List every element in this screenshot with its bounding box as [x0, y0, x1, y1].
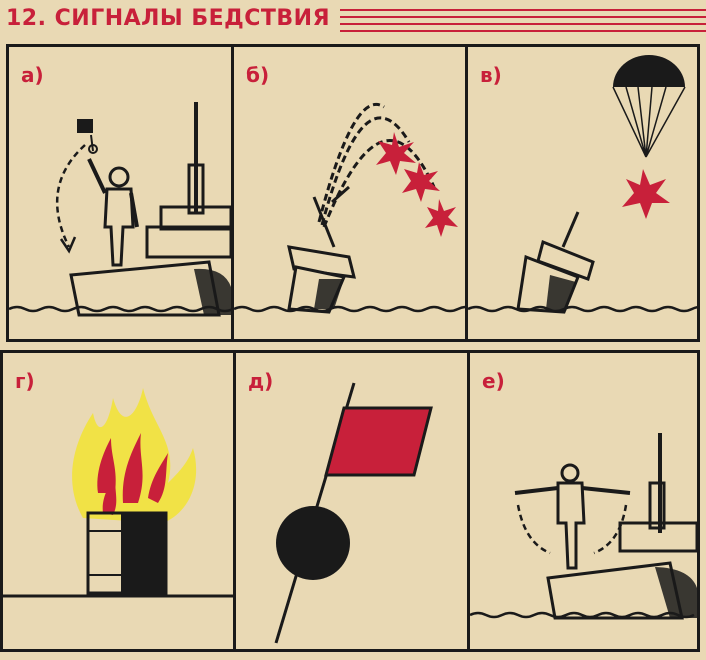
flag-and-ball-signal-illustration: [274, 382, 433, 644]
panel-label-e: е): [482, 369, 505, 393]
header: 12. СИГНАЛЫ БЕДСТВИЯ: [0, 0, 706, 40]
semaphore-flag-waving-illustration: [9, 102, 231, 317]
panel-a: а): [6, 44, 234, 342]
panel-label-c: в): [480, 63, 502, 87]
panel-c: в): [465, 44, 700, 342]
burning-barrel-illustration: [3, 388, 233, 598]
panel-f: е): [467, 350, 700, 652]
title-rule: [340, 9, 706, 32]
panel-label-g: г): [15, 369, 35, 393]
panel-e: д): [233, 350, 470, 652]
panel-label-b: б): [246, 63, 270, 87]
flare-rockets-illustration: [234, 103, 465, 314]
panel-b: б): [231, 44, 468, 342]
arms-waving-illustration: [470, 433, 697, 620]
panel-label-a: а): [21, 63, 44, 87]
panel-d: г): [0, 350, 236, 652]
parachute-flare-illustration: [468, 55, 697, 314]
panel-label-d: д): [248, 369, 274, 393]
page-title: 12. СИГНАЛЫ БЕДСТВИЯ: [6, 6, 331, 31]
